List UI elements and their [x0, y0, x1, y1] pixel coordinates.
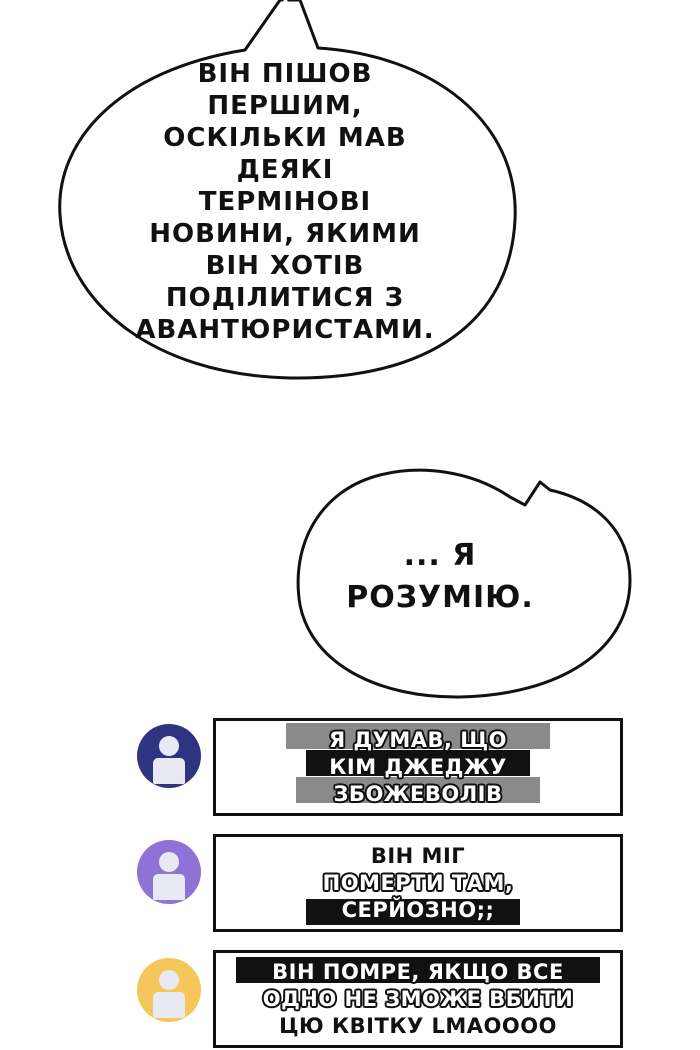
comment-line: померти там,	[322, 871, 514, 895]
comment-panel: він помре, якщо все одно не зможе вбити …	[213, 950, 623, 1048]
speech-bubble-2-text: ... я розумію.	[310, 535, 570, 619]
speech-line: розумію.	[346, 580, 534, 615]
comment-line: цю квітку lmaoooo	[279, 1014, 557, 1038]
speech-line: поділитися з	[165, 283, 405, 313]
comment-panel: він міг померти там, серйозно;;	[213, 834, 623, 932]
comment-panel: я думав, що кім джеджу збожеволів	[213, 718, 623, 816]
user-avatar-icon[interactable]	[137, 840, 201, 904]
speech-bubble-2	[296, 468, 632, 699]
speech-line: ... я	[403, 538, 477, 573]
speech-bubble-1-text: він пішов першим, оскільки мав деякі тер…	[130, 58, 440, 346]
speech-line: він хотів	[205, 251, 365, 281]
speech-line: він пішов	[197, 59, 373, 89]
comment-line: серйозно;;	[341, 898, 495, 922]
comment-line: одно не зможе вбити	[262, 987, 574, 1011]
user-avatar-icon[interactable]	[137, 958, 201, 1022]
speech-line: авантюристами.	[135, 315, 435, 345]
user-avatar-icon[interactable]	[137, 724, 201, 788]
speech-line: оскільки мав	[163, 123, 407, 153]
speech-bubble-1	[58, 0, 517, 380]
speech-line: термінові	[198, 187, 372, 217]
comment-line: він помре, якщо все	[272, 960, 564, 984]
comment-line: я думав, що	[328, 728, 507, 752]
comment-line: він міг	[370, 844, 466, 868]
comment-line: кім джеджу	[329, 755, 507, 779]
speech-line: деякі	[236, 155, 334, 185]
speech-line: першим,	[207, 91, 363, 121]
speech-line: новини, якими	[149, 219, 421, 249]
comment-line: збожеволів	[333, 782, 503, 806]
